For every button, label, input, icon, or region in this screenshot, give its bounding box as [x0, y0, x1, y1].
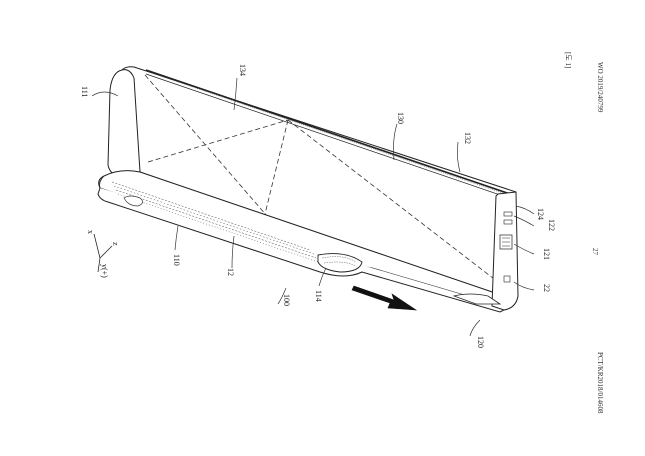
label-134: 134	[238, 64, 247, 76]
label-100: 100	[282, 294, 291, 306]
label-111: 111	[80, 86, 89, 97]
axis-y-label: y(+)	[100, 264, 109, 278]
axis-z-label: z	[111, 242, 120, 246]
label-122: 122	[547, 219, 556, 231]
label-121: 121	[542, 248, 551, 260]
end-module-120	[452, 191, 519, 311]
label-114: 114	[314, 290, 323, 302]
frame-texture	[111, 181, 319, 263]
publication-number: WO 2019/240799	[596, 62, 604, 113]
direction-arrow	[351, 285, 418, 311]
label-22: 22	[542, 284, 551, 292]
label-12: 12	[226, 268, 235, 276]
inner-dashed-lines	[144, 74, 499, 283]
label-130: 130	[396, 112, 405, 124]
label-120: 120	[476, 336, 485, 348]
label-110: 110	[172, 254, 181, 266]
application-number: PCT/KR2018/014608	[596, 352, 604, 414]
grip-114	[317, 253, 363, 273]
label-124: 124	[536, 208, 545, 220]
leader-lines	[91, 77, 535, 337]
axis-x-label: x	[86, 230, 95, 234]
page-number: 27	[591, 248, 599, 256]
axis-indicator	[93, 233, 113, 273]
label-132: 132	[463, 132, 472, 144]
figure-label: [도 1]	[564, 52, 572, 68]
lower-frame-110	[97, 170, 511, 313]
frame-slot	[123, 195, 143, 207]
